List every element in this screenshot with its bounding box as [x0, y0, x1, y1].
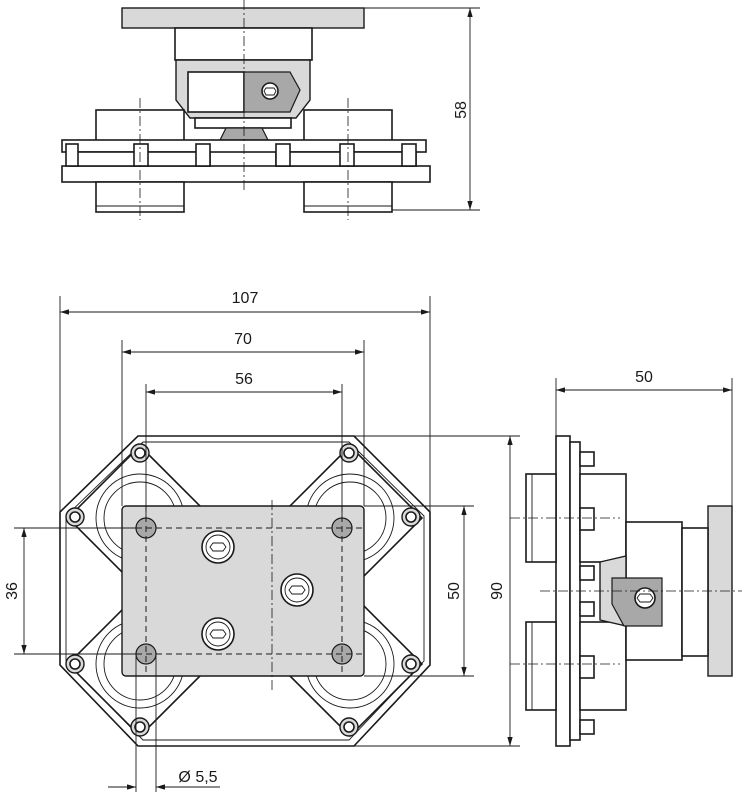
dim-hole-spacing-vertical: 36: [4, 582, 21, 600]
top-view: 58: [61, 0, 480, 220]
front-view: 107 70 56 36 50 90 Ø 5,5: [4, 290, 520, 792]
side-hex-screw-icon: [634, 587, 656, 609]
mounting-screws: [65, 443, 421, 737]
dim-bolt-spacing-inner: 56: [235, 371, 253, 388]
dim-bolt-spacing-outer: 70: [234, 331, 252, 348]
dim-overall-width: 107: [232, 290, 259, 307]
adapter-plate: [121, 505, 365, 677]
dim-hole-diameter: Ø 5,5: [178, 769, 217, 786]
socket-screws: [201, 530, 314, 651]
dim-height-top-view: 58: [453, 101, 470, 119]
dim-side-depth: 50: [635, 369, 653, 386]
dim-overall-height: 90: [489, 582, 506, 600]
dim-plate-height: 50: [446, 582, 463, 600]
side-view: 50: [510, 369, 742, 747]
